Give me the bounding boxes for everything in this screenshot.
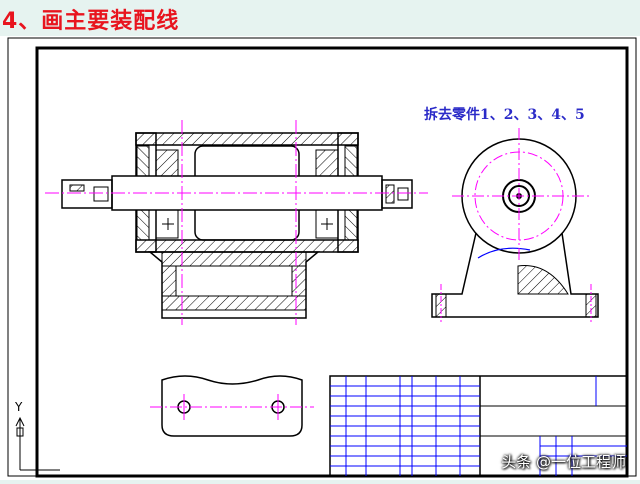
ucs-axis-icon bbox=[15, 416, 60, 471]
slide-title: 4、画主要装配线 bbox=[2, 9, 180, 34]
annotation-label: 拆去零件1、2、3、4、5 bbox=[424, 107, 585, 123]
drawing-sheet: 拆去零件1、2、3、4、5 Y bbox=[0, 36, 640, 480]
watermark: 头条 @一位工程师 bbox=[501, 453, 626, 471]
title-block bbox=[329, 375, 628, 477]
axis-label: Y bbox=[15, 400, 23, 414]
front-view bbox=[45, 120, 428, 325]
top-view bbox=[150, 375, 314, 437]
side-view bbox=[431, 128, 599, 322]
assembly-drawing bbox=[7, 37, 637, 478]
